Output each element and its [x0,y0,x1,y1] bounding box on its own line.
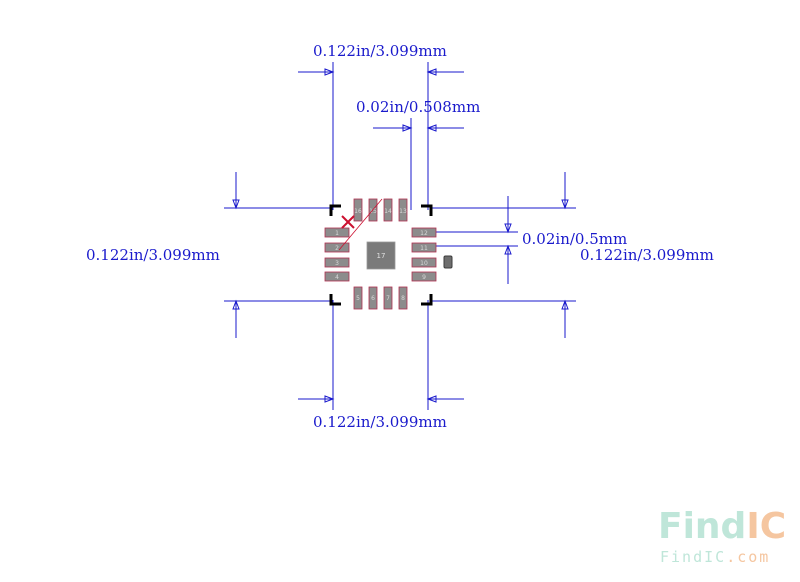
top-width-label: 0.122in/3.099mm [313,42,447,60]
pad-number: 1 [335,230,339,237]
pad-number: 15 [369,208,377,215]
pad [411,271,437,282]
pad-numbers: 16 15 14 13 5 6 7 8 1 2 3 4 12 11 10 9 [335,208,428,302]
pad-number: 13 [399,208,407,215]
pad [411,257,437,268]
bottom-width-label: 0.122in/3.099mm [313,413,447,431]
pad-number: 8 [401,295,405,302]
pad [398,286,408,310]
pad [383,286,393,310]
pad-number: 16 [354,208,362,215]
pad-number: 4 [335,274,339,281]
pad [324,227,350,238]
pad-number: 10 [420,260,428,267]
pad [411,227,437,238]
pad-number: 9 [422,274,426,281]
watermark-logo-ic: IC [746,506,786,547]
findic-watermark: FindIC FindIC.com [658,506,786,566]
pad-number: 7 [386,295,390,302]
watermark-url-com: .com [726,548,770,566]
pad-pitch-label: 0.02in/0.508mm [356,98,480,116]
pin1-marker-icon [338,198,383,251]
right-height-label: 0.122in/3.099mm [580,246,714,264]
pad [324,271,350,282]
pad [398,198,408,222]
dimension-lines [224,62,576,410]
pad [383,198,393,222]
pad [411,242,437,253]
watermark-url: FindIC.com [660,548,770,566]
pad [324,257,350,268]
pad-number: 12 [420,230,428,237]
pad-number: 5 [356,295,360,302]
pads-bottom [353,286,408,310]
pad-number: 2 [335,245,339,252]
watermark-url-findic: FindIC [660,548,726,566]
pad-number: 14 [384,208,392,215]
pad [353,286,363,310]
pad-number: 6 [371,295,375,302]
pads-left [324,227,350,282]
pad [368,286,378,310]
center-pad-label: 17 [377,252,386,260]
pad [324,242,350,253]
corner-markers [329,204,433,306]
dimension-arrows [232,68,569,403]
watermark-logo-find: Find [658,506,746,547]
watermark-logo: FindIC [658,506,786,547]
pad-number: 11 [420,245,428,252]
center-pad [366,241,396,270]
pad-number: 3 [335,260,339,267]
left-height-label: 0.122in/3.099mm [86,246,220,264]
side-marker [443,255,453,269]
ic-package: 16 15 14 13 5 6 7 8 1 2 3 4 12 11 10 9 1… [324,198,453,310]
pad-width-label: 0.02in/0.5mm [522,230,627,248]
pad [353,198,363,222]
pads-right [411,227,437,282]
